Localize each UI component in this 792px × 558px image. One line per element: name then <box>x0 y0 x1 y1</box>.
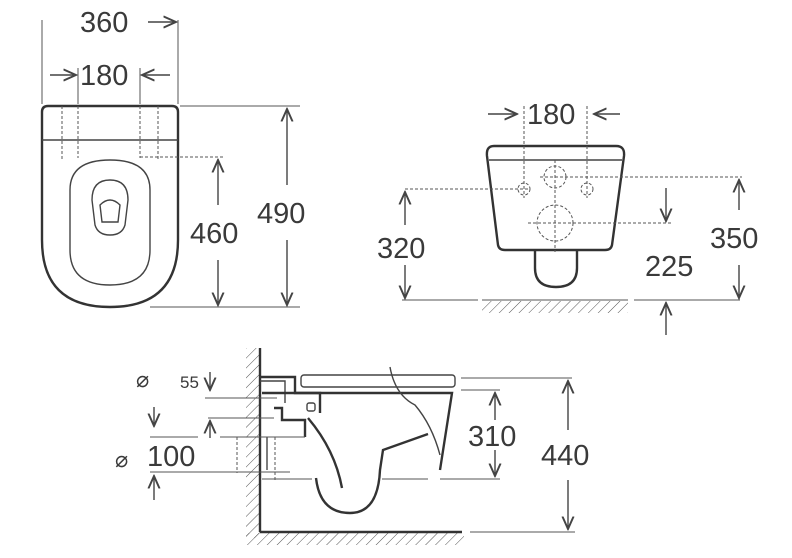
dim-fixing-180: 180 <box>80 60 128 92</box>
dim-outlet-center-310: 310 <box>468 421 516 453</box>
dim-inlet-diameter-55: 55 <box>180 373 199 392</box>
bowl-hole <box>91 179 129 236</box>
dim-front-fixing-180: 180 <box>527 99 575 131</box>
dim-length-460: 460 <box>190 218 238 250</box>
diameter-symbol-55: ⌀ <box>136 367 149 392</box>
dim-outlet-diameter-100: 100 <box>147 441 195 473</box>
dim-fixing-height-320: 320 <box>377 233 425 265</box>
bowl-outline <box>40 104 180 309</box>
seat-opening <box>69 159 151 286</box>
diameter-symbol-100: ⌀ <box>115 447 128 472</box>
wall-hatch <box>246 348 260 538</box>
floor-hatch-side <box>246 533 464 545</box>
side-view: ⌀ 55 ⌀ 100 310 440 <box>115 348 589 545</box>
top-view: 360 180 460 490 <box>40 7 305 309</box>
dim-rim-height-440: 440 <box>541 440 589 472</box>
seat-lid <box>300 374 456 388</box>
front-view: 180 320 225 350 <box>377 99 758 335</box>
dim-width-360: 360 <box>80 7 128 39</box>
bowl-front-outline <box>485 144 626 252</box>
dim-length-490: 490 <box>257 198 305 230</box>
dim-outlet-height-225: 225 <box>645 251 693 283</box>
dim-inlet-height-350: 350 <box>710 223 758 255</box>
floor-hatch <box>482 301 628 313</box>
